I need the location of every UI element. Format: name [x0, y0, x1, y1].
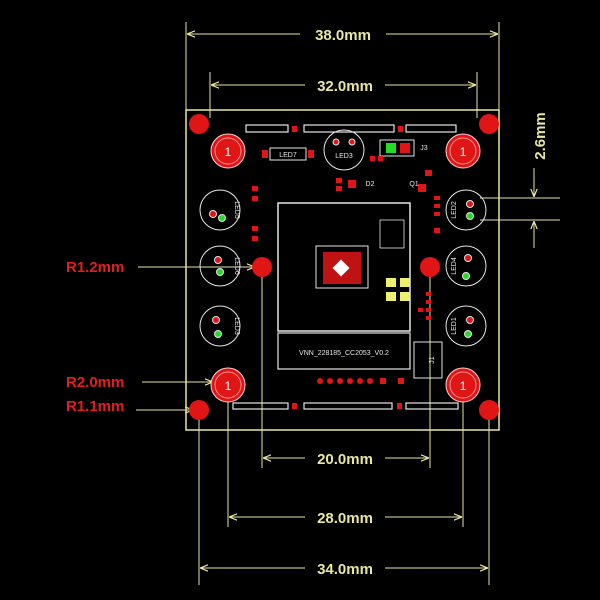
- extension-lines: [185, 22, 560, 585]
- dim-label-bottom-hole-spacing: 20.0mm: [317, 451, 373, 468]
- svg-text:LED6: LED6: [233, 257, 240, 275]
- corner-hole-br: [479, 400, 499, 420]
- led-5: LED5: [199, 189, 241, 231]
- dimension-bottom-pad-spacing: 28.0mm: [230, 510, 461, 527]
- dim-label-right-vertical: 2.6mm: [532, 112, 549, 160]
- numbered-pads: 1 1 1 1: [210, 133, 481, 403]
- radius-label-pad-group: R2.0mm: [66, 374, 212, 391]
- pad-number-bl: 1: [225, 379, 232, 393]
- svg-text:D2: D2: [366, 181, 375, 188]
- component-labels: D2 Q1: [366, 181, 419, 188]
- edge-connector-pads: [292, 126, 403, 409]
- mid-hole-left: [252, 257, 272, 277]
- corner-hole-tr: [479, 114, 499, 134]
- svg-text:LED7: LED7: [279, 152, 297, 159]
- radius-label-corner-hole-group: R1.1mm: [66, 398, 192, 415]
- dim-label-bottom-outer: 34.0mm: [317, 561, 373, 578]
- svg-text:LED5: LED5: [233, 201, 240, 219]
- pad-tr: 1: [445, 133, 481, 169]
- led-top: LED3: [323, 129, 365, 171]
- dimension-top-inner: 32.0mm: [212, 78, 475, 95]
- pad-number-tr: 1: [460, 145, 467, 159]
- dim-label-top-outer: 38.0mm: [315, 27, 371, 44]
- radius-label-corner-hole: R1.1mm: [66, 398, 124, 415]
- led-3b: LED3: [199, 305, 241, 347]
- svg-text:LED3: LED3: [233, 317, 240, 335]
- dimension-bottom-hole-spacing: 20.0mm: [264, 451, 428, 468]
- radius-label-pad: R2.0mm: [66, 374, 124, 391]
- j3-connector: J3: [379, 139, 428, 157]
- j1-connector: J1: [317, 341, 443, 384]
- corner-hole-tl: [189, 114, 209, 134]
- dimension-top-outer: 38.0mm: [188, 27, 497, 44]
- led-1: LED1: [445, 305, 487, 347]
- svg-text:J3: J3: [420, 145, 428, 152]
- board-outline: [185, 109, 500, 431]
- pad-tl: 1: [210, 133, 246, 169]
- corner-holes: [189, 114, 499, 420]
- board-version-label: VNN_228185_CC2053_V0.2: [299, 350, 389, 357]
- sensor-module: VNN_228185_CC2053_V0.2: [277, 202, 411, 370]
- led-7: LED7: [262, 147, 314, 161]
- leds: LED3 LED5 LED6 LED3 LED2: [199, 129, 487, 347]
- dimension-bottom-outer: 34.0mm: [201, 561, 487, 578]
- dimension-right-vertical: 2.6mm: [532, 112, 549, 248]
- led-2: LED2: [445, 189, 487, 231]
- svg-text:LED4: LED4: [451, 257, 458, 275]
- svg-text:LED2: LED2: [451, 201, 458, 219]
- pad-bl: 1: [210, 367, 246, 403]
- radius-label-mid-hole-group: R1.2mm: [66, 259, 254, 276]
- mid-hole-right: [420, 257, 440, 277]
- svg-text:LED3: LED3: [335, 153, 353, 160]
- middle-holes: [252, 257, 440, 277]
- yellow-pad-cluster: [386, 278, 410, 301]
- dim-label-top-inner: 32.0mm: [317, 78, 373, 95]
- pad-number-br: 1: [460, 379, 467, 393]
- pad-br: 1: [445, 367, 481, 403]
- svg-text:Q1: Q1: [409, 181, 418, 188]
- svg-text:J1: J1: [429, 356, 436, 364]
- edge-connectors: [232, 124, 459, 410]
- sensor-center-marker: [332, 259, 350, 277]
- led-6: LED6: [199, 245, 241, 287]
- dim-label-bottom-pad-spacing: 28.0mm: [317, 510, 373, 527]
- corner-hole-bl: [189, 400, 209, 420]
- svg-text:LED1: LED1: [451, 317, 458, 335]
- radius-label-mid-hole: R1.2mm: [66, 259, 124, 276]
- led-4: LED4: [445, 245, 487, 287]
- pad-number-tl: 1: [225, 145, 232, 159]
- smd-components: [252, 156, 440, 320]
